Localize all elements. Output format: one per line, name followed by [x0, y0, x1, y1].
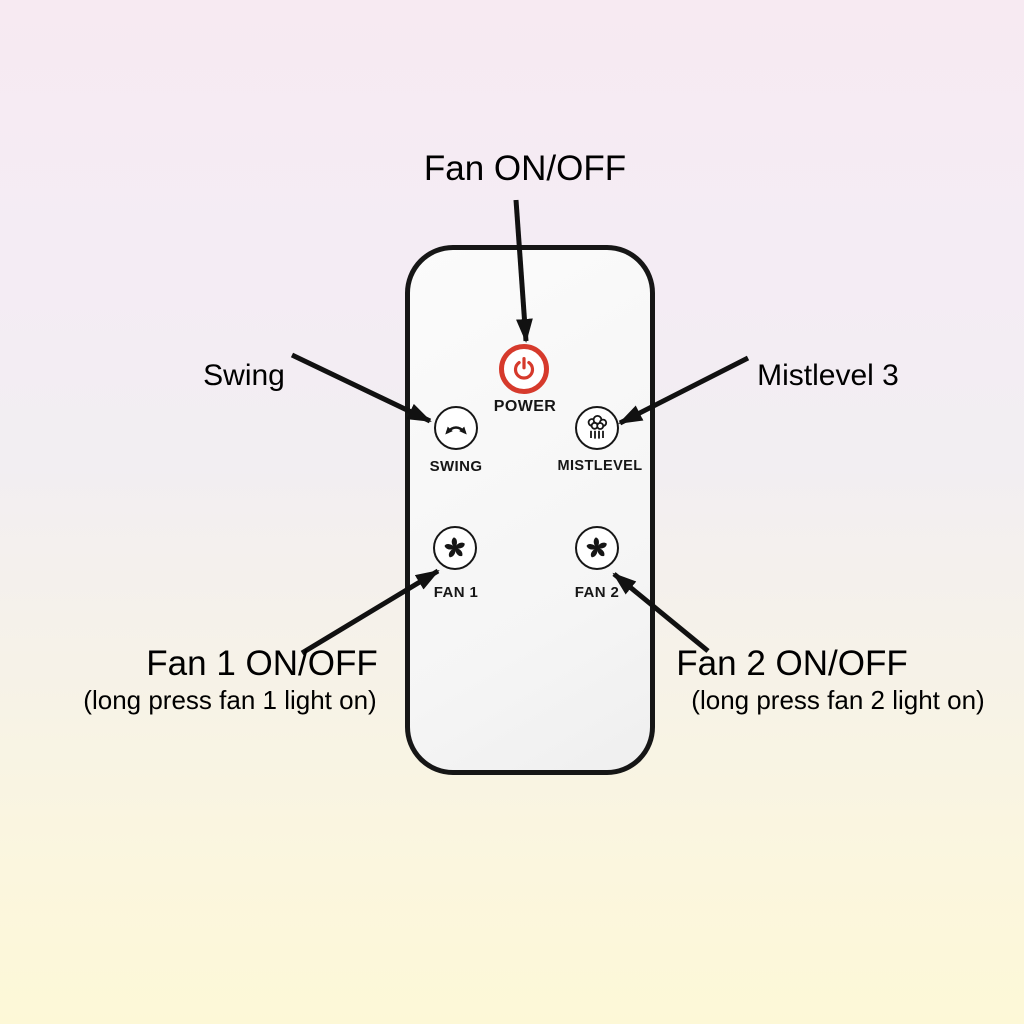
swing-icon — [441, 413, 471, 443]
power-button — [499, 344, 549, 394]
mistlevel-button — [575, 406, 619, 450]
fan1-button — [433, 526, 477, 570]
fan2-button-label: FAN 2 — [574, 584, 620, 601]
annotation-fan1-subtitle: (long press fan 1 light on) — [83, 685, 377, 715]
power-button-label: POWER — [493, 398, 557, 415]
power-icon — [511, 356, 537, 382]
annotation-fan2-title: Fan 2 ON/OFF — [676, 644, 908, 683]
annotation-fan2-subtitle: (long press fan 2 light on) — [691, 685, 985, 715]
mist-icon — [582, 413, 612, 443]
fan-blades-icon — [440, 533, 470, 563]
mistlevel-button-label: MISTLEVEL — [557, 458, 643, 474]
annotation-power: Fan ON/OFF — [423, 149, 627, 188]
swing-button — [434, 406, 478, 450]
fan1-button-label: FAN 1 — [433, 584, 479, 601]
remote-control-body — [405, 245, 655, 775]
annotation-mistlevel: Mistlevel 3 — [757, 359, 899, 392]
annotation-fan1-title: Fan 1 ON/OFF — [146, 644, 378, 683]
swing-button-label: SWING — [429, 458, 483, 475]
annotation-swing: Swing — [203, 359, 285, 392]
fan-blades-icon — [582, 533, 612, 563]
fan2-button — [575, 526, 619, 570]
